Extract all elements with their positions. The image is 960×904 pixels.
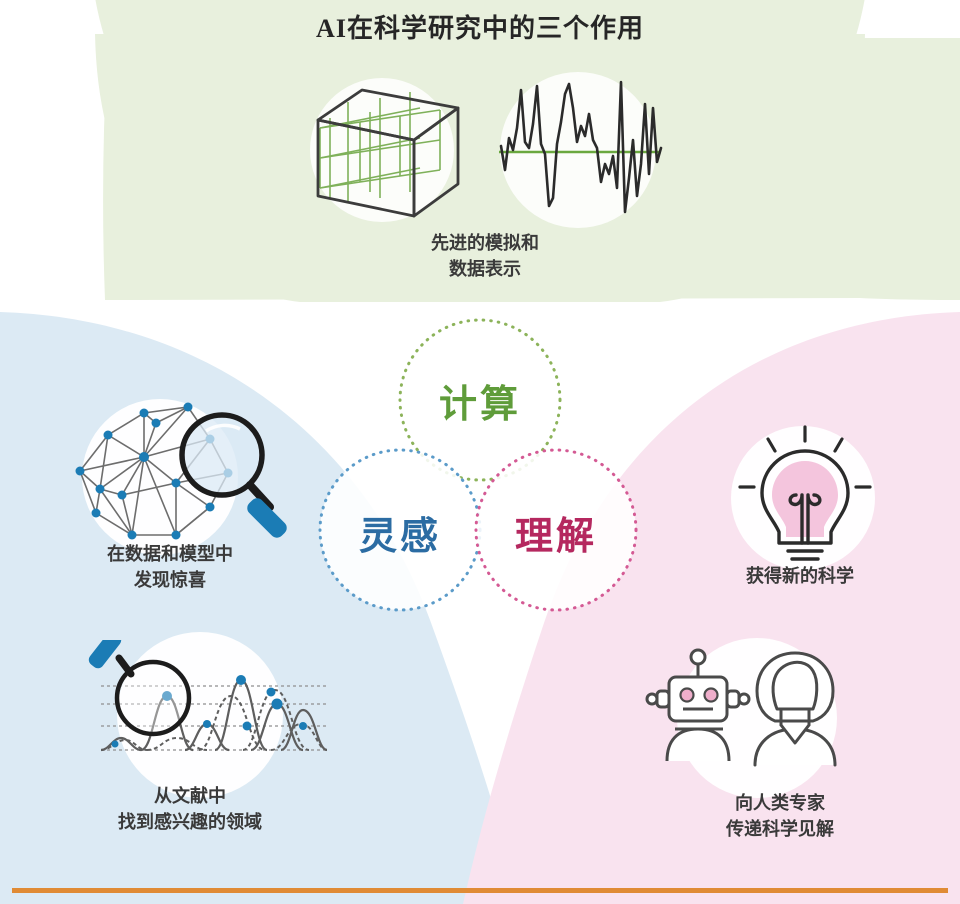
caption-right-top-section: 获得新的科学	[746, 566, 854, 586]
magnifying-glass-icon	[179, 412, 287, 538]
caption-left-bottom-section: 从文献中 找到感兴趣的领域	[118, 786, 262, 833]
caption-top-section: 先进的模拟和 数据表示	[431, 233, 539, 280]
waveform-signal-icon	[499, 80, 663, 214]
venn-circle-understand	[474, 448, 638, 612]
magnifying-glass-icon	[88, 640, 192, 737]
caption-right-bottom-section: 向人类专家 传递科学见解	[726, 793, 834, 840]
3d-cube-grid-icon	[316, 88, 460, 218]
caption-left-top-section: 在数据和模型中 发现惊喜	[107, 544, 233, 591]
venn-label-understand: 理解	[514, 516, 597, 558]
network-graph-icon	[75, 402, 287, 540]
peak-curves-icon	[88, 640, 328, 752]
human-expert-icon	[753, 651, 837, 767]
venn-label-compute: 计算	[438, 384, 521, 426]
venn-circle-compute	[398, 318, 562, 482]
lightbulb-icon	[738, 425, 872, 561]
bottom-accent-rule	[12, 888, 948, 893]
robot-human-pair-icon	[645, 648, 837, 767]
page-title: AI在科学研究中的三个作用	[316, 14, 644, 43]
venn-label-inspire: 灵感	[358, 516, 441, 558]
region-top-green-lobe	[95, 34, 865, 302]
icon-halo-left-bottom	[117, 632, 283, 798]
